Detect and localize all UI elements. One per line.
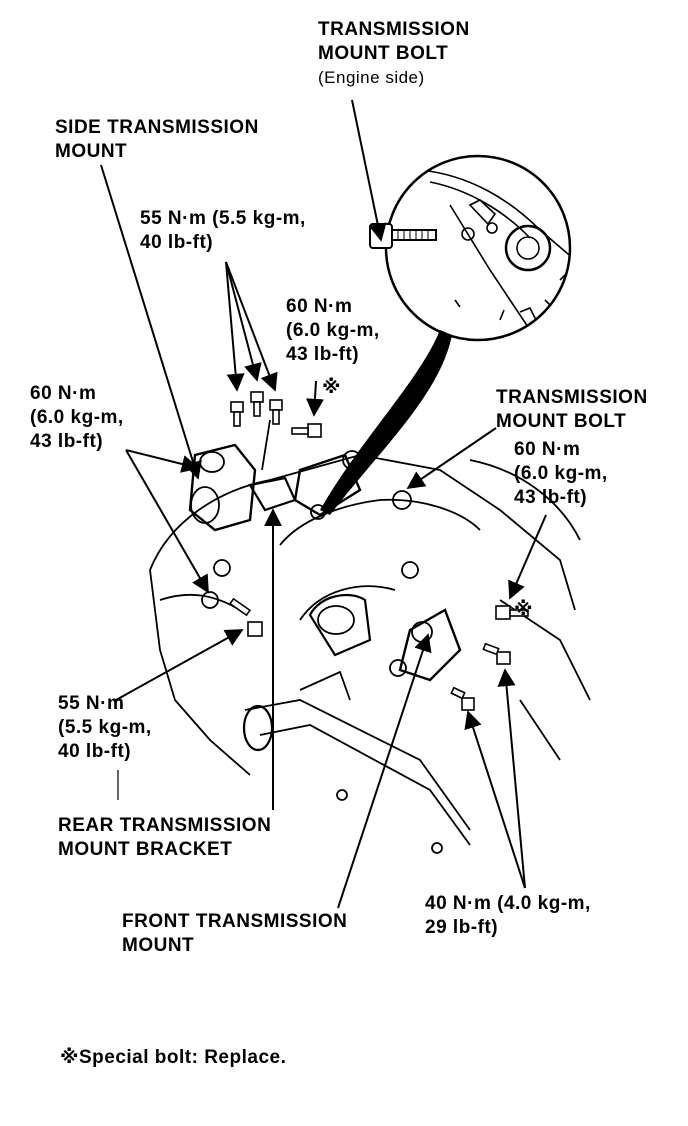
label-torque-40: 40 N·m (4.0 kg-m, 29 lb-ft) — [425, 893, 591, 938]
detail-circle — [369, 154, 572, 342]
label-torque-60-right: 60 N·m (6.0 kg-m, 43 lb-ft) — [514, 439, 608, 508]
label-torque-60-center: 60 N·m (6.0 kg-m, 43 lb-ft) — [286, 296, 380, 365]
label-front-trans-mount: FRONT TRANSMISSION MOUNT — [122, 911, 348, 956]
leader-lines — [100, 99, 547, 909]
label-trans-mount-bolt-right: TRANSMISSION MOUNT BOLT — [496, 387, 648, 432]
top-bolts-icon — [230, 391, 322, 438]
label-trans-mount-bolt-engine: TRANSMISSION MOUNT BOLT (Engine side) — [318, 19, 470, 87]
side-bolts-icon — [228, 597, 529, 711]
label-side-trans-mount: SIDE TRANSMISSION MOUNT — [55, 117, 259, 162]
footnote-special-bolt: ※Special bolt: Replace. — [60, 1047, 287, 1068]
label-torque-55-left: 55 N·m (5.5 kg-m, 40 lb-ft) — [58, 693, 152, 762]
label-torque-55-top: 55 N·m (5.5 kg-m, 40 lb-ft) — [140, 208, 306, 253]
special-bolt-mark-right: ※ — [514, 599, 533, 620]
label-rear-trans-mount-bracket: REAR TRANSMISSION MOUNT BRACKET — [58, 815, 272, 860]
label-torque-60-left: 60 N·m (6.0 kg-m, 43 lb-ft) — [30, 383, 124, 452]
special-bolt-mark-center: ※ — [322, 377, 341, 398]
